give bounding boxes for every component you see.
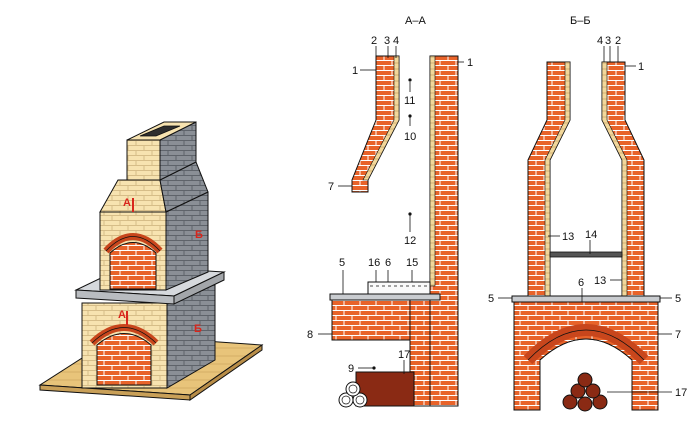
chimney-flue xyxy=(139,125,181,137)
aa-grill-grate xyxy=(367,281,431,295)
aa-label-1-right: 1 xyxy=(467,57,473,69)
bb-counter-slab xyxy=(511,295,661,303)
section-bb-title: Б–Б xyxy=(570,15,591,27)
section-aa: А–А xyxy=(307,15,473,408)
bb-label-3: 3 xyxy=(605,35,611,47)
bb-label-13-lower: 13 xyxy=(594,275,606,287)
bb-label-17: 17 xyxy=(675,387,687,399)
bb-label-4: 4 xyxy=(597,35,603,47)
section-bb: Б–Б xyxy=(488,15,687,412)
lower-firebox xyxy=(96,333,152,386)
aa-label-1-left: 1 xyxy=(352,65,358,77)
bb-label-5-left: 5 xyxy=(488,293,494,305)
aa-counter-slab xyxy=(329,293,441,301)
upper-grill-opening xyxy=(109,242,157,290)
aa-label-2: 2 xyxy=(371,35,377,47)
bb-grill-rod xyxy=(549,251,623,258)
section-marker-a-bottom: А xyxy=(118,309,126,321)
aa-label-3: 3 xyxy=(384,35,390,47)
isometric-view: А Б А Б xyxy=(38,121,264,401)
aa-label-5: 5 xyxy=(339,257,345,269)
section-aa-title: А–А xyxy=(405,15,426,27)
aa-label-10: 10 xyxy=(404,131,416,143)
bb-label-6: 6 xyxy=(578,277,584,289)
section-marker-b-top: Б xyxy=(195,229,203,241)
aa-label-11: 11 xyxy=(404,95,415,107)
bb-label-13-upper: 13 xyxy=(562,231,574,243)
aa-label-8: 8 xyxy=(307,329,313,341)
aa-label-16: 16 xyxy=(368,257,380,269)
chimney-front xyxy=(126,139,161,181)
bb-label-2: 2 xyxy=(615,35,621,47)
log-icon xyxy=(562,372,608,412)
bb-label-5-right: 5 xyxy=(675,293,681,305)
aa-label-15: 15 xyxy=(406,257,418,269)
aa-label-17: 17 xyxy=(398,349,410,361)
aa-label-6: 6 xyxy=(385,257,391,269)
aa-label-9: 9 xyxy=(348,363,354,375)
log-icon xyxy=(338,381,368,408)
aa-label-12: 12 xyxy=(404,235,416,247)
section-marker-b-bottom: Б xyxy=(194,323,202,335)
bb-label-14: 14 xyxy=(585,229,597,241)
aa-label-7: 7 xyxy=(328,181,334,193)
bb-label-1: 1 xyxy=(638,61,644,73)
aa-label-4: 4 xyxy=(393,35,399,47)
section-marker-a-top: А xyxy=(123,197,131,209)
bb-label-7: 7 xyxy=(675,329,681,341)
